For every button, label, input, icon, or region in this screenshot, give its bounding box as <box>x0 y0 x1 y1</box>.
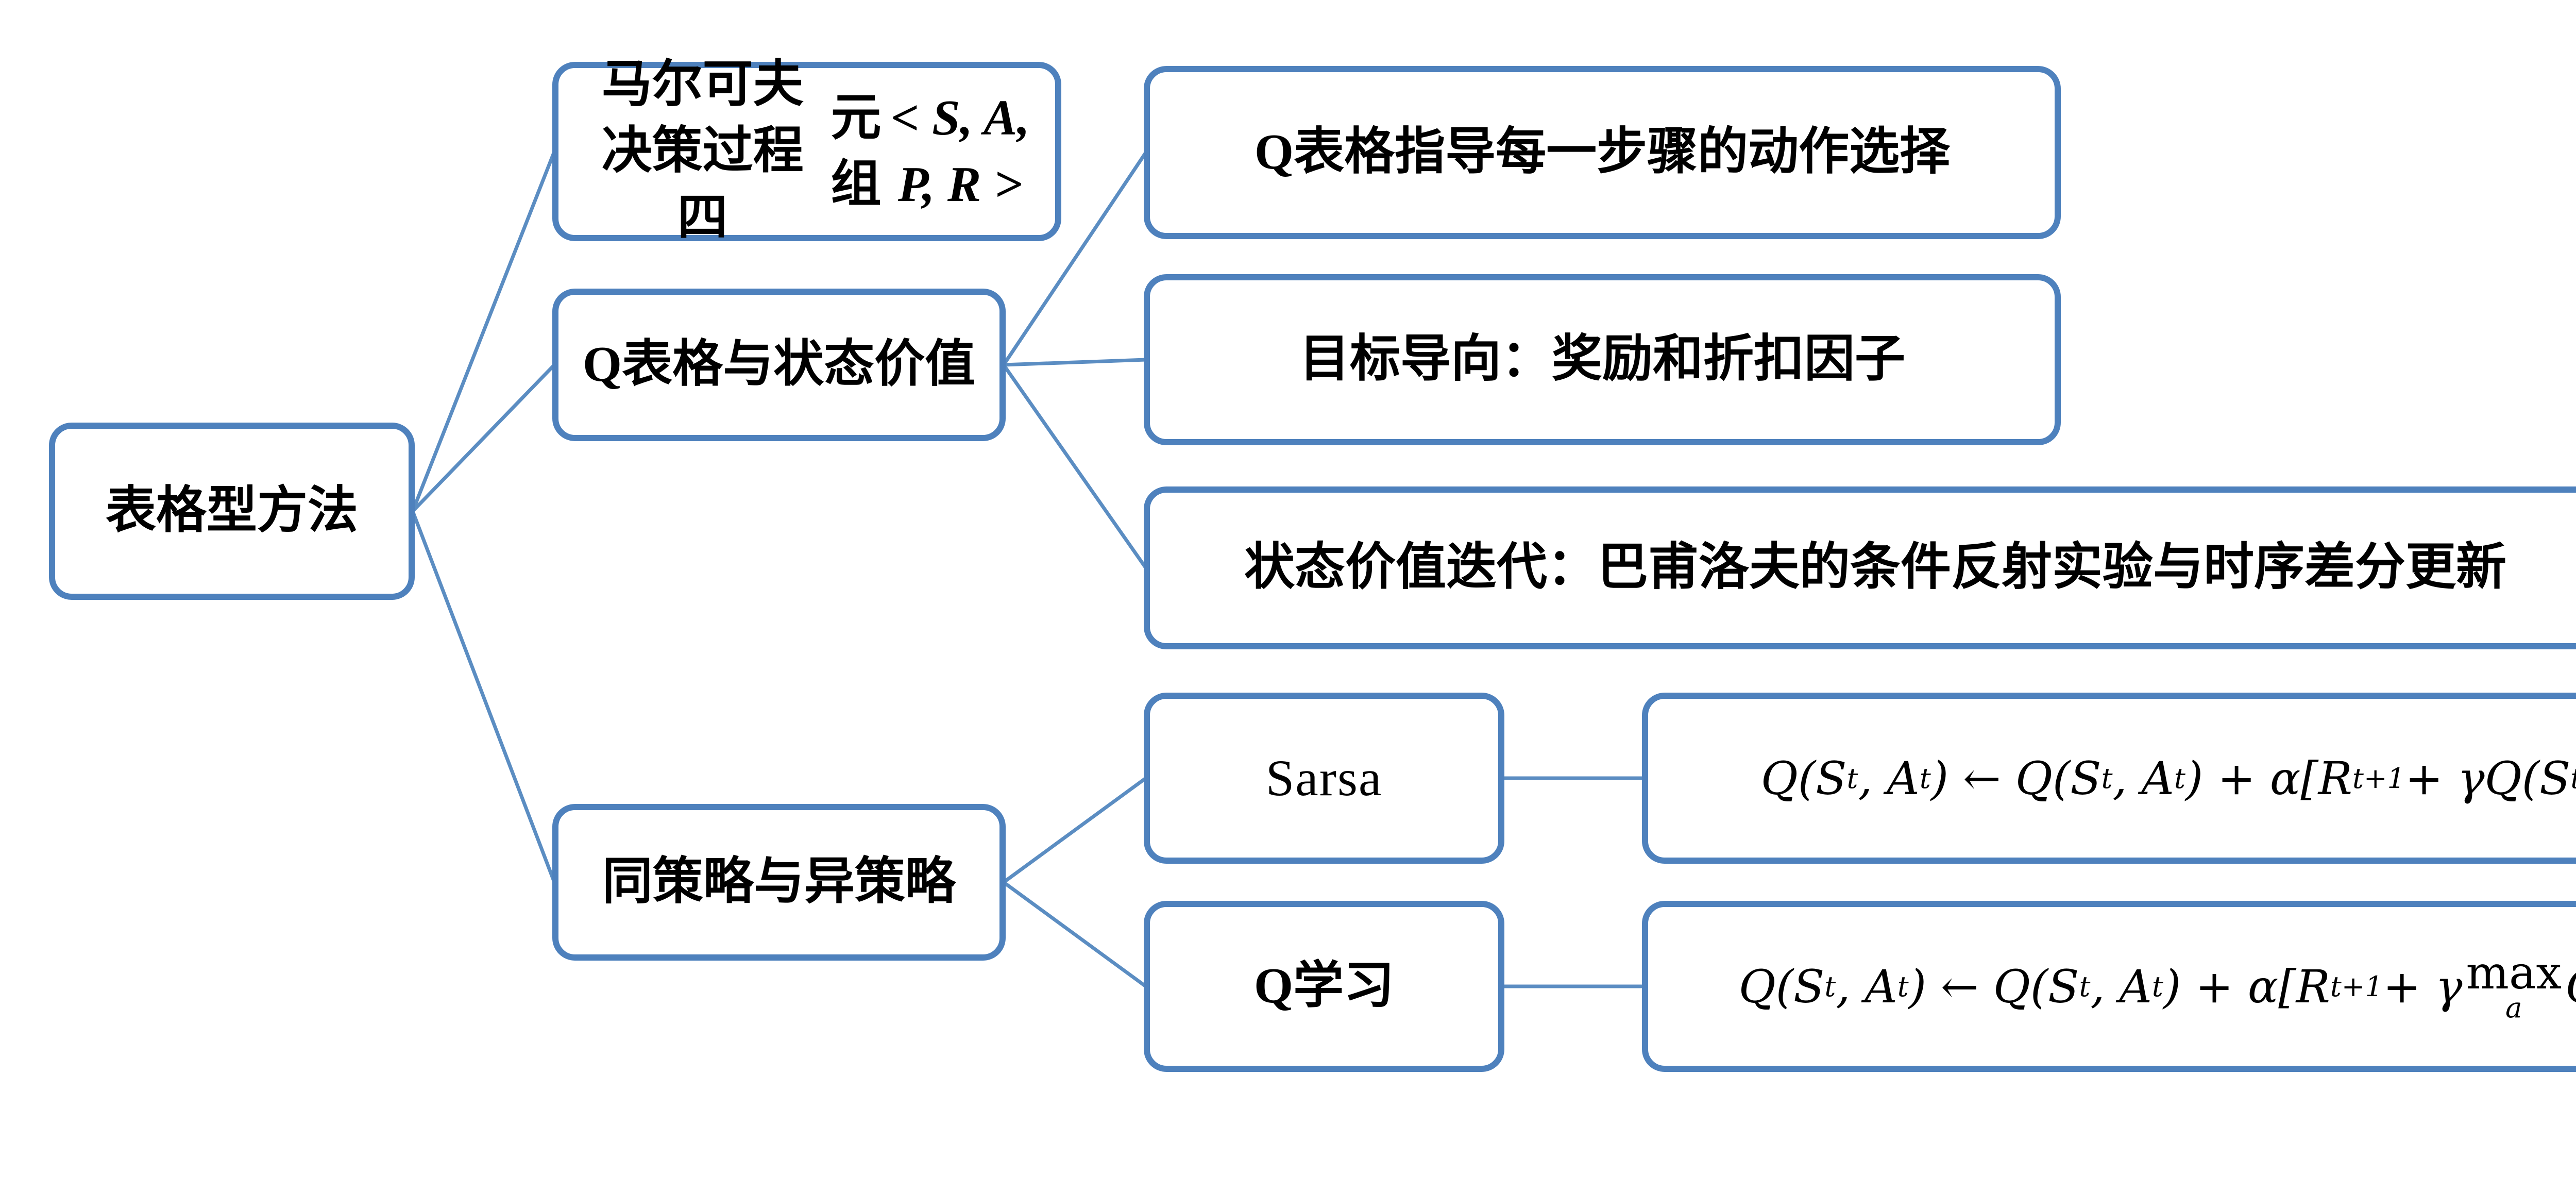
node-q-table-state-value: Q表格与状态价值 <box>552 289 1006 441</box>
node-tabular-methods: 表格型方法 <box>49 423 415 600</box>
node-mdp-tuple: 马尔可夫决策过程四元组< S, A, P, R > <box>552 57 1061 246</box>
node-goal-oriented: 目标导向：奖励和折扣因子 <box>1144 274 2061 445</box>
node-sarsa-update-formula: Q(St, At) ← Q(St, At) + α[Rt+1 + γQ(St+1… <box>1642 693 2576 864</box>
node-q-table-action-selection: Q表格指导每一步骤的动作选择 <box>1144 66 2061 239</box>
node-q-learning: Q学习 <box>1144 901 1504 1072</box>
node-sarsa: Sarsa <box>1144 693 1504 864</box>
node-state-value-iteration: 状态价值迭代：巴甫洛夫的条件反射实验与时序差分更新 <box>1144 486 2576 649</box>
node-on-policy-off-policy: 同策略与异策略 <box>552 804 1006 961</box>
